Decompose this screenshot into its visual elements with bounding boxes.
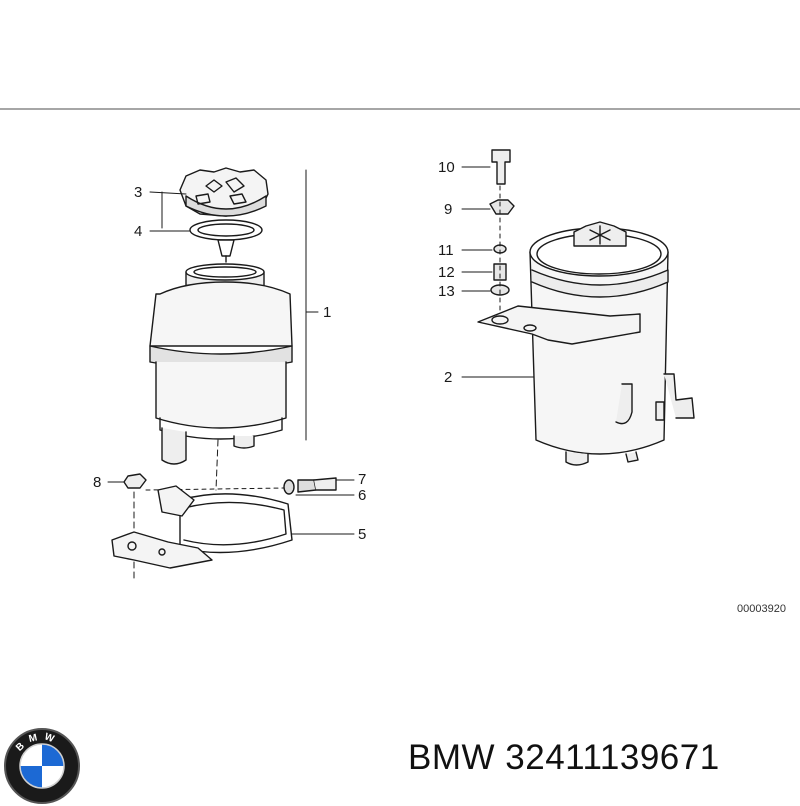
callout-11: 11 bbox=[438, 242, 454, 259]
reservoir-cap bbox=[179, 167, 269, 217]
brand-name: BMW bbox=[408, 738, 496, 777]
callout-13: 13 bbox=[438, 283, 455, 300]
callout-1: 1 bbox=[323, 304, 331, 321]
part-number: 32411139671 bbox=[505, 738, 720, 777]
bolt-and-washer bbox=[283, 477, 337, 495]
callout-5: 5 bbox=[358, 526, 366, 543]
part-caption: BMW 32411139671 bbox=[408, 738, 720, 778]
nut-9 bbox=[489, 199, 515, 215]
nut-8 bbox=[123, 473, 147, 489]
reservoir-body-left bbox=[149, 263, 293, 465]
callout-8: 8 bbox=[93, 474, 101, 491]
bolt-10 bbox=[491, 149, 511, 185]
drawing-code: 00003920 bbox=[737, 603, 786, 615]
callout-3: 3 bbox=[134, 184, 142, 201]
callout-12: 12 bbox=[438, 264, 455, 281]
leader-lines-left bbox=[107, 191, 355, 535]
dipstick bbox=[217, 239, 235, 257]
callout-10: 10 bbox=[438, 159, 455, 176]
callout-6: 6 bbox=[358, 487, 366, 504]
callout-4: 4 bbox=[134, 223, 142, 240]
callout-7: 7 bbox=[358, 471, 366, 488]
callout-labels: 1 2 3 4 5 6 7 8 9 10 11 12 13 00003920 bbox=[93, 159, 786, 615]
rubber-bush-12 bbox=[493, 263, 507, 281]
bmw-logo: BMW bbox=[4, 728, 80, 804]
reservoir-body-right bbox=[477, 221, 695, 466]
leader-lines-right bbox=[461, 166, 535, 378]
callout-2: 2 bbox=[444, 369, 452, 386]
sealing-ring bbox=[189, 219, 263, 241]
mounting-clamp bbox=[111, 485, 293, 569]
callout-9: 9 bbox=[444, 201, 452, 218]
